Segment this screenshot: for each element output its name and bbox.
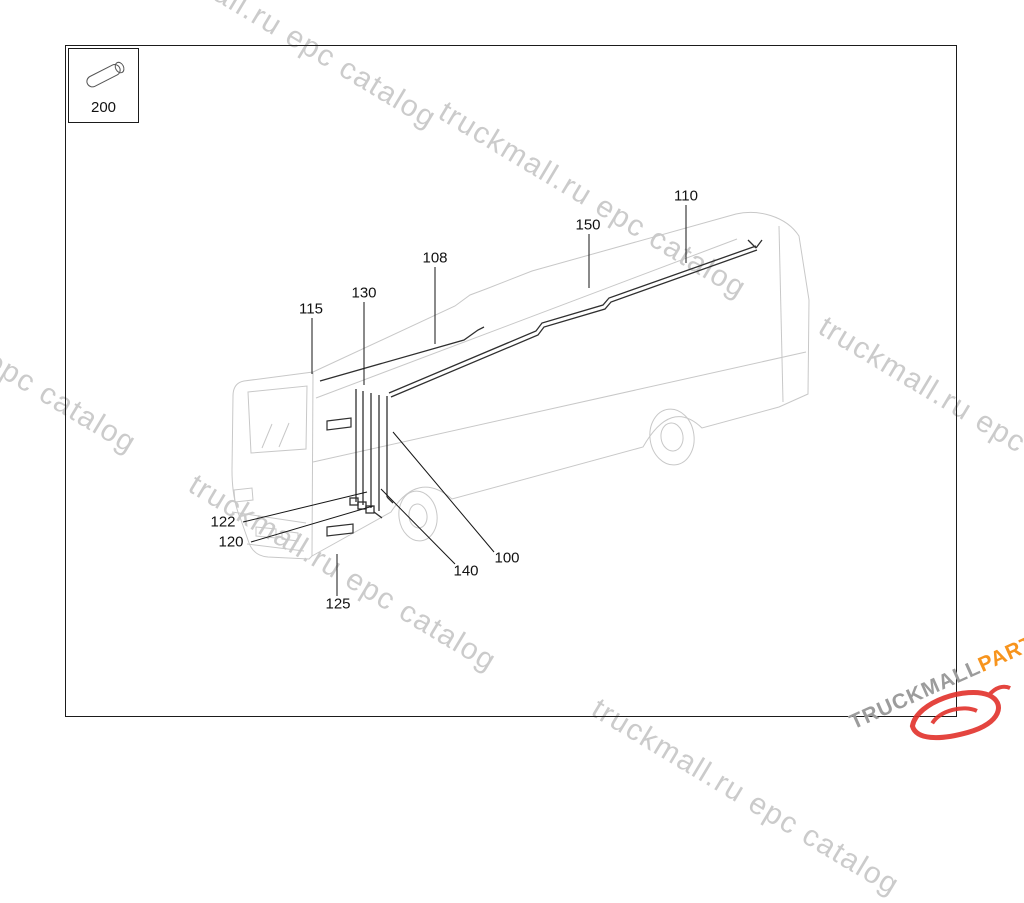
callout-150[interactable]: 150 [575,216,601,234]
pin-part-icon [86,61,125,88]
callout-122[interactable]: 122 [210,513,236,531]
callout-200[interactable]: 200 [90,99,117,116]
diagram-artwork [231,205,810,596]
rear-wheel [649,408,695,466]
callout-115[interactable]: 115 [299,300,323,318]
callout-100[interactable]: 100 [494,549,520,567]
mounting-brackets [326,417,354,537]
drawing-frame [65,45,957,717]
callout-140[interactable]: 140 [453,562,479,580]
logo-swirl-icon [909,684,1011,741]
inset-box[interactable]: 200 [68,48,139,123]
leader-lines [242,205,687,596]
callout-108[interactable]: 108 [422,249,448,267]
cable-harness [319,239,763,519]
callout-130[interactable]: 130 [351,284,377,302]
callout-110[interactable]: 110 [674,187,698,205]
front-wheel [398,490,438,542]
bus-outline [231,211,810,560]
callout-125[interactable]: 125 [325,595,351,613]
callout-120[interactable]: 120 [218,533,244,551]
